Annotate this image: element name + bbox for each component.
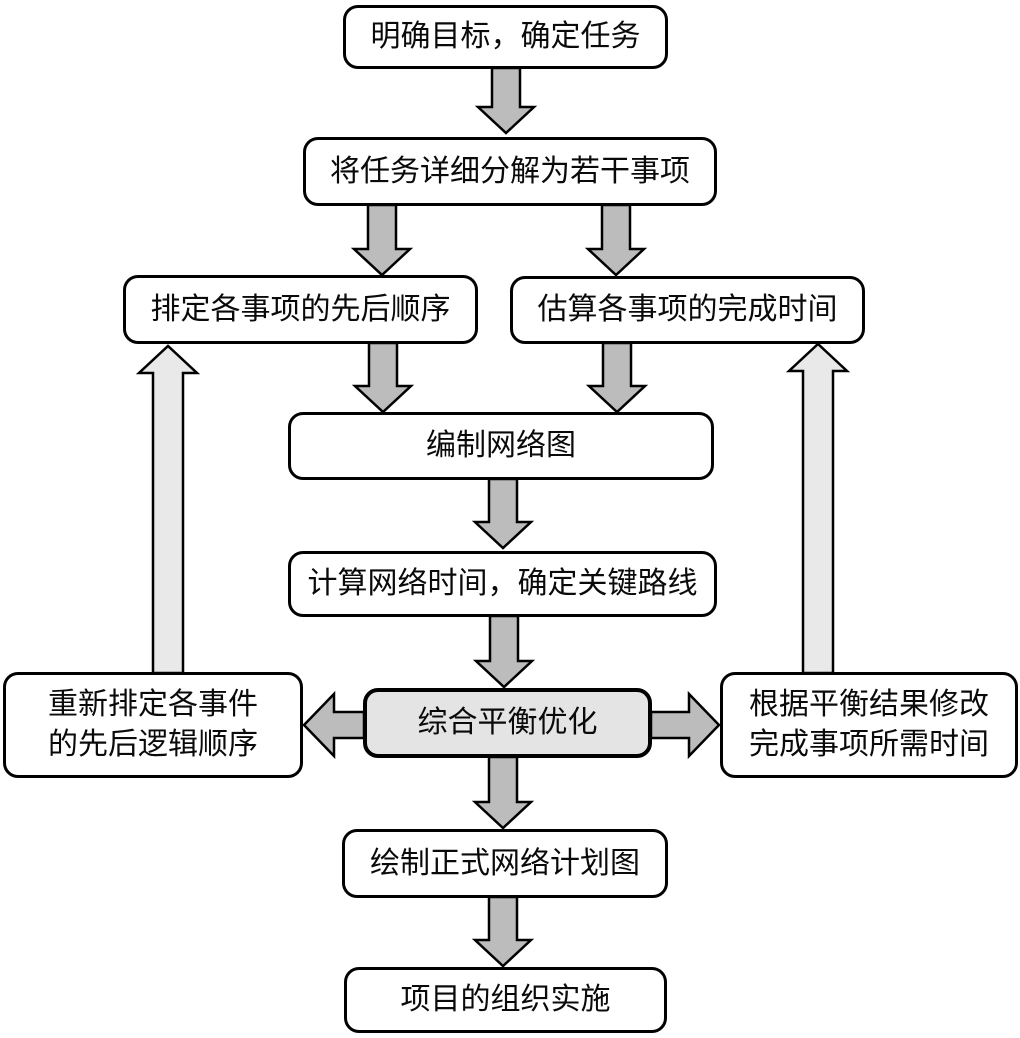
arrow-down-estimate-to-network-icon xyxy=(585,341,649,414)
arrow-down-sequence-to-network-icon xyxy=(351,341,415,414)
node-modify-durations: 根据平衡结果修改 完成事项所需时间 xyxy=(720,672,1018,778)
node-balance-optimize: 综合平衡优化 xyxy=(363,688,652,758)
node-sequence-items: 排定各事项的先后顺序 xyxy=(123,275,478,344)
node-calc-critical-path: 计算网络时间，确定关键路线 xyxy=(288,551,717,617)
arrow-down-goals-to-breakdown-icon xyxy=(474,66,538,135)
node-reorder-logic: 重新排定各事件 的先后逻辑顺序 xyxy=(3,672,303,778)
arrow-left-balance-to-reorder-icon xyxy=(302,690,366,760)
arrow-down-network-to-calc-icon xyxy=(471,477,535,550)
arrow-right-balance-to-modify-icon xyxy=(649,690,721,760)
node-project-implementation: 项目的组织实施 xyxy=(344,967,667,1033)
node-task-breakdown: 将任务详细分解为若干事项 xyxy=(303,137,717,206)
arrow-up-modify-to-estimate-icon xyxy=(785,342,851,675)
node-draw-network: 编制网络图 xyxy=(288,412,714,480)
node-estimate-time: 估算各事项的完成时间 xyxy=(510,276,865,344)
node-formal-network-plan: 绘制正式网络计划图 xyxy=(342,829,668,898)
arrow-up-reorder-to-sequence-icon xyxy=(135,344,201,675)
arrow-down-balance-to-formalplan-icon xyxy=(471,755,535,830)
arrow-down-breakdown-to-sequence-icon xyxy=(350,203,414,277)
arrow-down-calc-to-balance-icon xyxy=(472,614,536,689)
arrow-down-formalplan-to-implement-icon xyxy=(471,895,535,968)
arrow-down-breakdown-to-estimate-icon xyxy=(584,203,648,277)
node-clarify-goals: 明确目标，确定任务 xyxy=(343,5,668,69)
